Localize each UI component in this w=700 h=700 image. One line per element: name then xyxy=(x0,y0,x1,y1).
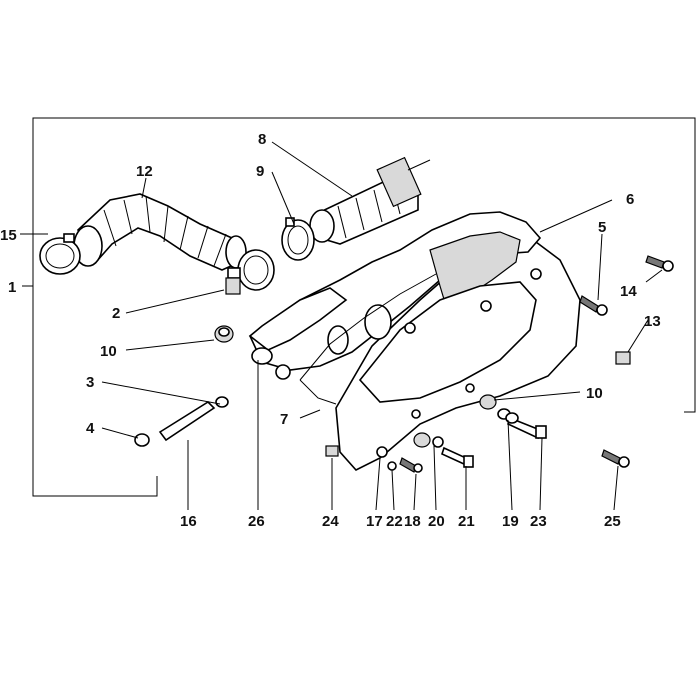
cartridge-clamp xyxy=(281,217,315,261)
callout-17: 17 xyxy=(366,513,383,530)
spacer-13 xyxy=(615,351,631,365)
clip-nut-24 xyxy=(325,445,339,457)
leader-lines xyxy=(20,141,663,511)
callout-14: 14 xyxy=(620,283,637,300)
callout-13: 13 xyxy=(644,313,661,330)
screw-5 xyxy=(579,295,608,316)
callout-12: 12 xyxy=(136,163,153,180)
callout-labels: 1 2 3 4 5 6 7 8 9 10 10 12 13 14 15 16 1… xyxy=(0,131,661,530)
callout-8: 8 xyxy=(258,131,266,148)
callout-10-right: 10 xyxy=(586,385,603,402)
screw-25 xyxy=(601,449,630,468)
callout-6: 6 xyxy=(626,191,634,208)
callout-26: 26 xyxy=(248,513,265,530)
callout-23: 23 xyxy=(530,513,547,530)
intake-hose xyxy=(73,193,247,271)
callout-25: 25 xyxy=(604,513,621,530)
breather-tube xyxy=(134,396,229,447)
grommet-10-right xyxy=(479,394,497,410)
callout-7: 7 xyxy=(280,411,288,428)
assembly-bracket xyxy=(32,117,696,497)
air-filter-housing xyxy=(248,211,581,471)
callout-22: 22 xyxy=(386,513,403,530)
callout-18: 18 xyxy=(404,513,421,530)
callout-3: 3 xyxy=(86,374,94,391)
screw-14 xyxy=(645,255,674,272)
callout-16: 16 xyxy=(180,513,197,530)
callout-15: 15 xyxy=(0,227,17,244)
bushing-20 xyxy=(413,432,444,448)
callout-4: 4 xyxy=(86,420,95,437)
callout-20: 20 xyxy=(428,513,445,530)
callout-10-left: 10 xyxy=(100,343,117,360)
callout-19: 19 xyxy=(502,513,519,530)
callout-9: 9 xyxy=(256,163,264,180)
callout-24: 24 xyxy=(322,513,339,530)
callout-5: 5 xyxy=(598,219,606,236)
callout-21: 21 xyxy=(458,513,475,530)
rubber-grommet-left xyxy=(214,325,234,343)
callout-2: 2 xyxy=(112,305,120,322)
filter-cartridge xyxy=(309,156,431,245)
screw-18 xyxy=(399,457,423,473)
callout-1: 1 xyxy=(8,279,16,296)
hose-clamps xyxy=(39,233,275,295)
washers-19 xyxy=(497,408,519,424)
bolt-21 xyxy=(441,446,474,468)
